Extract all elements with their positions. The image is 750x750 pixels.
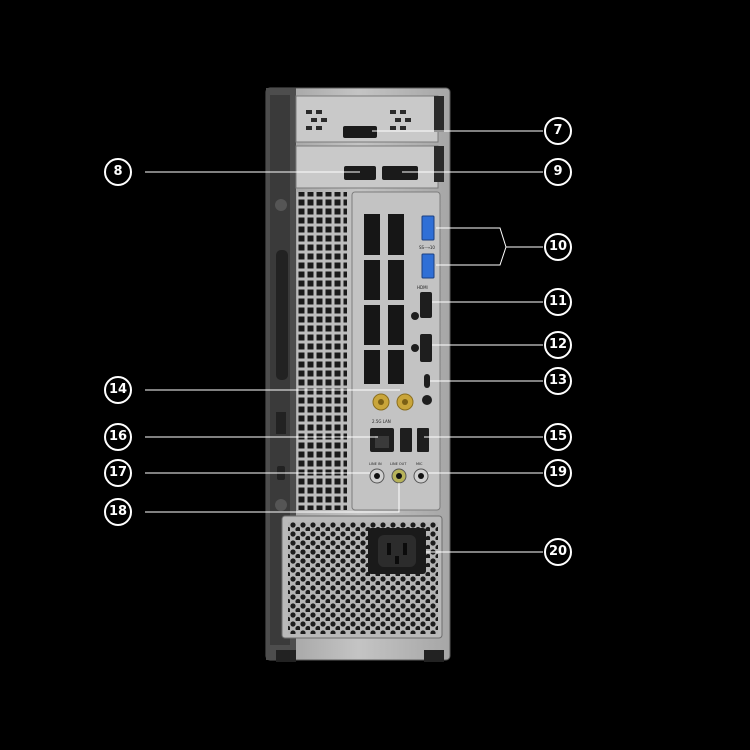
callout-15: 15 — [544, 423, 572, 451]
callout-7: 7 — [544, 117, 572, 145]
hdmi-label: HDMI — [417, 285, 428, 290]
callout-11: 11 — [544, 288, 572, 316]
gpu-hdmi-port — [344, 166, 376, 180]
usb-c-port — [424, 374, 430, 388]
callout-leader-lines — [145, 130, 543, 553]
gpu-displayport-top — [343, 126, 377, 138]
displayport-port — [420, 334, 432, 362]
mic-label: MIC — [416, 462, 423, 466]
callout-12: 12 — [544, 331, 572, 359]
callout-19: 19 — [544, 459, 572, 487]
hdmi-port — [420, 292, 432, 318]
line-in-label: LINE IN — [369, 462, 382, 466]
callout-8: 8 — [104, 158, 132, 186]
callout-10: 10 — [544, 233, 572, 261]
power-supply-unit — [281, 515, 443, 639]
callout-13: 13 — [544, 367, 572, 395]
usb-a-port-black-right — [417, 428, 429, 452]
chassis-vent-grille — [297, 192, 347, 510]
callout-14: 14 — [104, 376, 132, 404]
usb-a-port-bottom — [421, 253, 435, 279]
usb-speed-label: SS⟶10 — [419, 245, 435, 250]
usb-a-port-black-left — [400, 428, 412, 452]
rear-io-ports: SS⟶10 HDMI 2.5G LAN LINE IN LINE OUT MIC — [369, 215, 435, 484]
callout-17: 17 — [104, 459, 132, 487]
callout-20: 20 — [544, 538, 572, 566]
line-out-label: LINE OUT — [390, 462, 407, 466]
lan-label: 2.5G LAN — [372, 419, 391, 424]
expansion-slot-bracket-upper — [295, 95, 444, 143]
callout-18: 18 — [104, 498, 132, 526]
gpu-displayport-port — [382, 166, 418, 180]
callout-9: 9 — [544, 158, 572, 186]
expansion-slot-bracket-lower — [295, 145, 444, 189]
callout-16: 16 — [104, 423, 132, 451]
usb-a-port-top — [421, 215, 435, 241]
